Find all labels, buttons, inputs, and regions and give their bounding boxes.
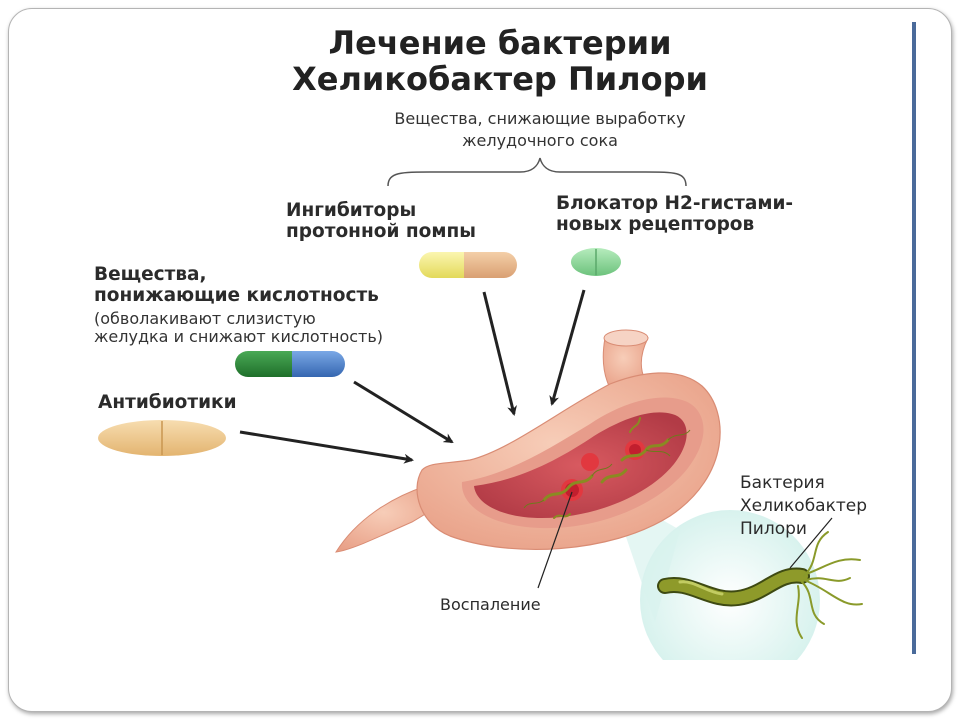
bacterium-magnified-icon (657, 531, 863, 639)
h2-blocker-label: Блокатор Н2-гистами- новых рецепторов (556, 193, 793, 236)
bacteria-in-stomach (542, 417, 670, 519)
arrows (239, 289, 586, 464)
acid-note-1: (обволакивают слизистую (94, 309, 316, 328)
title-line-2: Хеликобактер Пилори (292, 59, 708, 98)
acid-reducers-label: Вещества, понижающие кислотность (94, 264, 379, 307)
h2-line-1: Блокатор Н2-гистами- (556, 193, 794, 214)
capsule-ppi-icon (419, 252, 517, 278)
antibiotics-label: Антибиотики (98, 392, 237, 413)
arrow-antibiotic (239, 430, 414, 464)
arrow-ppi (482, 291, 517, 416)
group-brace (387, 157, 687, 187)
secretion-group-label: Вещества, снижающие выработку желудочног… (330, 108, 750, 151)
ppi-line-1: Ингибиторы (286, 200, 417, 221)
bacterium-leader (789, 517, 833, 569)
secretion-line-1: Вещества, снижающие выработку (394, 109, 686, 128)
tablet-h2-icon (571, 248, 621, 276)
bacteria-flagella (523, 429, 691, 509)
arrow-h2 (549, 289, 586, 406)
tablet-antibiotic-icon (98, 420, 226, 456)
inflammation-leader (537, 491, 573, 589)
ppi-line-2: протонной помпы (286, 221, 476, 243)
bacterium-line-3: Пилори (740, 518, 807, 539)
stomach-icon (335, 329, 721, 553)
ppi-label: Ингибиторы протонной помпы (286, 200, 476, 243)
diagram: Лечение бактерии Хеликобактер Пилори Вещ… (90, 20, 910, 660)
bacterium-line-2: Хеликобактер (740, 495, 868, 516)
bacterium-line-1: Бактерия (740, 473, 825, 493)
bacterium-bubble (640, 510, 820, 660)
capsule-acid-icon (235, 351, 345, 377)
acid-note-2: желудка и снижают кислотность) (94, 327, 384, 347)
acid-reducers-note: (обволакивают слизистую желудка и снижаю… (94, 309, 384, 347)
acid-line-1: Вещества, (94, 264, 207, 285)
secretion-line-2: желудочного сока (462, 130, 618, 150)
title-line-1: Лечение бактерии (328, 24, 672, 62)
h2-line-2: новых рецепторов (556, 214, 755, 236)
acid-line-2: понижающие кислотность (94, 285, 379, 307)
inflammation-label: Воспаление (440, 595, 541, 614)
accent-bar (912, 22, 916, 654)
bacterium-label: Бактерия Хеликобактер Пилори (740, 472, 867, 541)
inflammation-spots (561, 440, 645, 501)
diagram-graphics (98, 157, 863, 660)
diagram-title: Лечение бактерии Хеликобактер Пилори (240, 24, 760, 98)
arrow-acid (353, 380, 454, 444)
